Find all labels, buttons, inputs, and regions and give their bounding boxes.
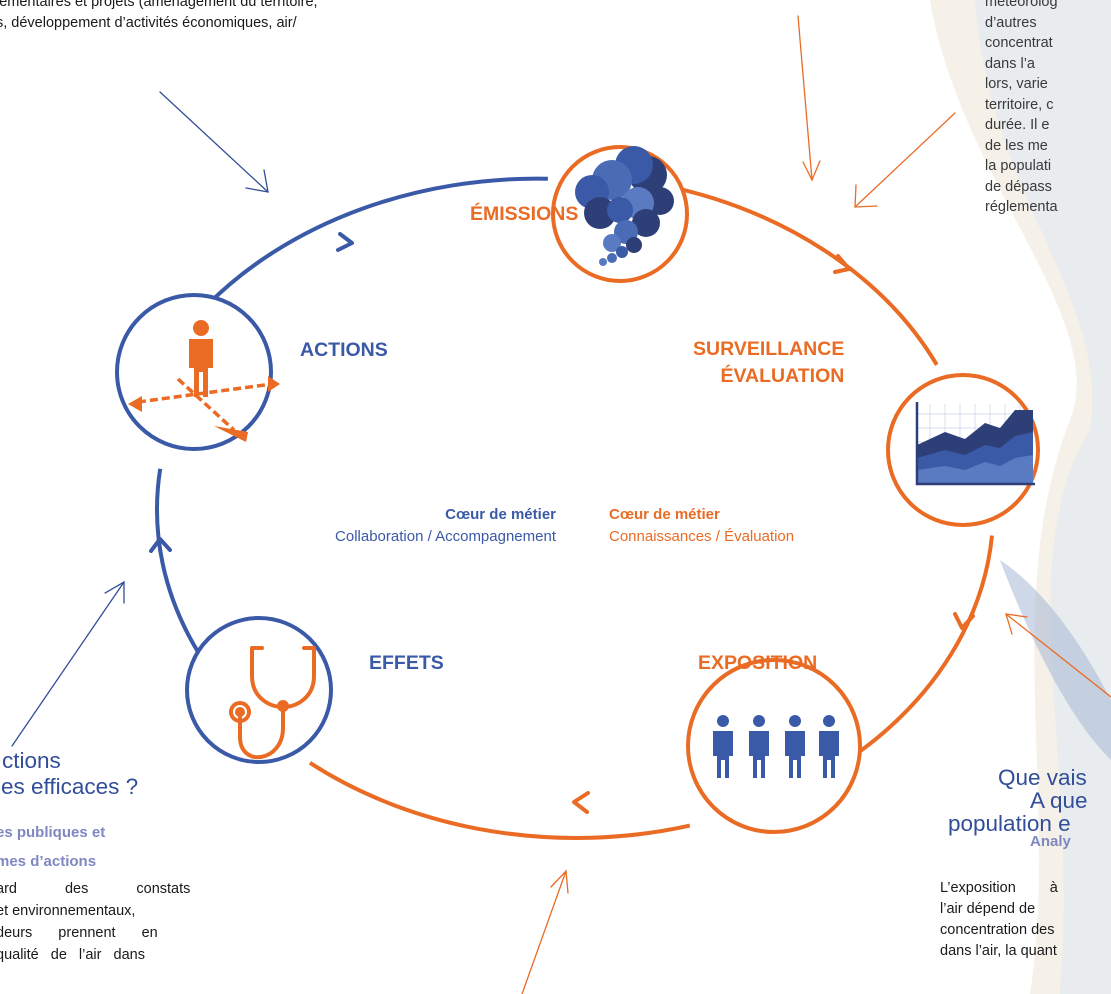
node-emissions — [551, 145, 689, 283]
description-line: météorolog — [985, 0, 1058, 10]
question-line: population e — [948, 811, 1071, 836]
description-line: concentrat — [985, 35, 1053, 51]
node-surveillance — [886, 373, 1040, 527]
label-exposition: EXPOSITION — [698, 652, 818, 674]
description-line: de les me — [985, 137, 1048, 154]
person-icon — [785, 715, 805, 778]
intro-line: lementaires et projets (aménagement du t… — [0, 0, 318, 10]
body-line: deurs prennent en — [0, 925, 158, 941]
description-line: réglementa — [985, 199, 1058, 215]
label-surveillance-line1: SURVEILLANCE — [693, 338, 845, 360]
exposition-question-title: Que vais A que population e — [948, 766, 1088, 835]
person-icon — [749, 715, 769, 778]
body-line: concentration des — [940, 922, 1055, 938]
label-effets: EFFETS — [369, 652, 444, 674]
arrow-bottom — [521, 869, 569, 994]
effets-circle — [185, 616, 333, 764]
arrow-top-left — [159, 91, 269, 193]
body-line: dans l’air, la quant — [940, 943, 1057, 959]
exposition-question-subtitle: Analy — [1030, 833, 1071, 850]
arrow-left — [11, 580, 125, 747]
cycle-arc-actions-to-emissions — [206, 176, 548, 307]
description-line: durée. Il e — [985, 117, 1050, 133]
arrow-top-right — [854, 112, 956, 208]
body-line: et environnementaux, — [0, 903, 136, 919]
cycle-chevron-4 — [572, 791, 590, 814]
exposition-question-body: L’exposition à l’air dépend de concentra… — [940, 878, 1111, 962]
exposition-circle — [686, 658, 862, 834]
surveillance-description: météorolog d’autres concentrat dans l’a … — [985, 0, 1111, 218]
core-text: Collaboration / Accompagnement — [335, 528, 556, 545]
description-line: territoire, c — [985, 96, 1054, 113]
cycle-chevron-5 — [149, 537, 172, 553]
arrow-top-center — [797, 15, 821, 182]
intro-line: s, développement d’activités économiques… — [0, 15, 297, 31]
subtitle-line: es publiques et — [0, 824, 106, 841]
core-heading: Cœur de métier — [445, 506, 556, 523]
area-chart-icon — [915, 402, 1035, 486]
description-line: la populati — [985, 158, 1052, 174]
question-line: ctions — [2, 748, 61, 773]
description-line: de dépass — [985, 178, 1052, 195]
core-heading: Cœur de métier — [609, 506, 720, 523]
label-emissions: ÉMISSIONS — [470, 203, 579, 225]
cycle-arc-surveillance-to-exposition — [858, 535, 994, 753]
node-exposition — [686, 658, 862, 834]
core-text: Connaissances / Évaluation — [609, 528, 795, 545]
body-line: L’exposition à — [940, 880, 1058, 896]
node-effets — [185, 616, 333, 764]
intro-text: lementaires et projets (aménagement du t… — [0, 0, 492, 55]
intro-line: . — [0, 34, 492, 55]
question-line: les efficaces ? — [0, 774, 139, 799]
person-crossroads-icon — [128, 320, 280, 442]
question-line: A que — [1030, 788, 1088, 813]
description-line: dans l’a — [985, 55, 1035, 72]
description-line: lors, varie — [985, 76, 1048, 92]
body-line: qualité de l’air dans — [0, 947, 145, 963]
background-decor-light — [975, 0, 1111, 994]
cycle-chevron-1 — [336, 232, 354, 252]
actions-question-title: ctions les efficaces ? — [0, 748, 138, 800]
core-business-collaboration: Cœur de métier Collaboration / Accompagn… — [335, 504, 556, 548]
body-line: l’air dépend de — [940, 901, 1036, 917]
person-icon — [713, 715, 733, 778]
subtitle-line: mes d’actions — [0, 853, 97, 870]
cycle-chevron-3 — [953, 612, 975, 630]
people-group-icon — [713, 715, 839, 778]
cycle-arc-emissions-to-surveillance — [661, 183, 939, 366]
label-actions: ACTIONS — [300, 339, 388, 361]
person-icon — [819, 715, 839, 778]
core-business-knowledge: Cœur de métier Connaissances / Évaluatio… — [609, 504, 794, 548]
background-decor-blue — [1000, 560, 1111, 760]
label-surveillance-line2: ÉVALUATION — [720, 365, 845, 387]
question-line: Que vais — [998, 765, 1087, 790]
actions-question-body: ard des constats et environnementaux, de… — [0, 878, 210, 966]
description-line: d’autres — [985, 14, 1037, 31]
node-actions — [115, 293, 280, 451]
cycle-chevron-2 — [833, 254, 851, 274]
cycle-arc-exposition-to-effets — [308, 761, 691, 840]
smoke-cloud-icon — [575, 146, 674, 266]
actions-question-subtitle: es publiques et mes d’actions — [0, 818, 105, 876]
stethoscope-icon — [229, 646, 316, 760]
body-line: ard des constats — [0, 881, 191, 897]
label-surveillance: SURVEILLANCE ÉVALUATION — [693, 336, 844, 390]
arrow-bottom-right — [1005, 613, 1111, 698]
cycle-arc-effets-to-actions — [155, 468, 201, 654]
